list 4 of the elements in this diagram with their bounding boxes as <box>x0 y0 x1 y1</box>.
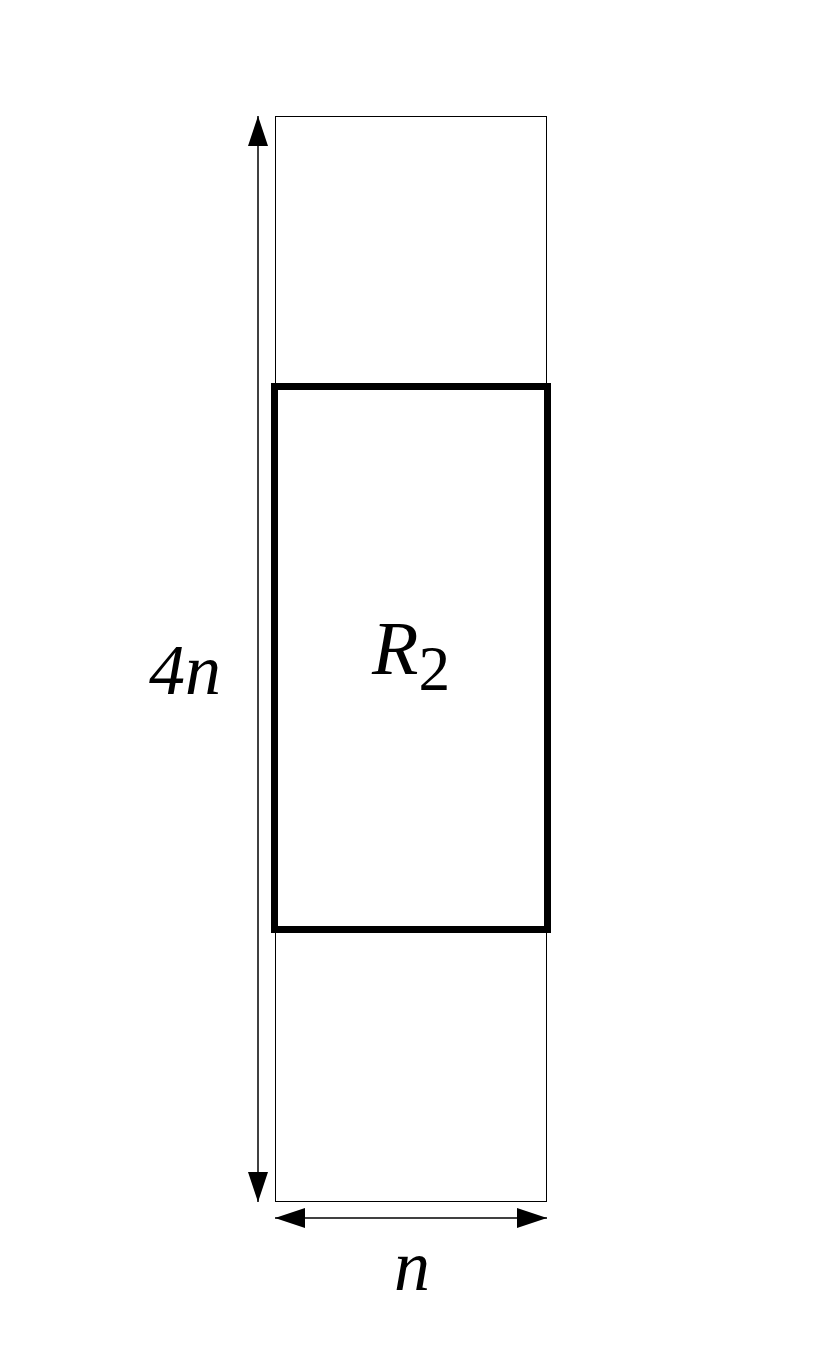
dimension-label: n <box>394 1230 430 1302</box>
dimension-label: 4n <box>149 634 221 706</box>
region-label: R$_{2}$ <box>371 610 451 702</box>
region-rectangle <box>271 383 551 933</box>
